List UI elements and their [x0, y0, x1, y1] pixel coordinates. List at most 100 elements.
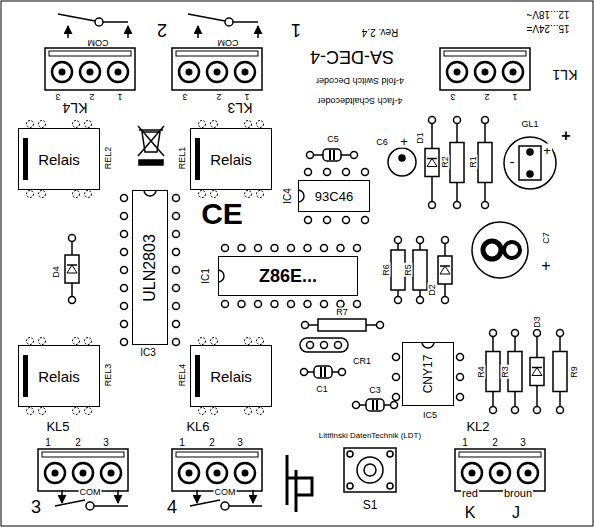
silkscreen-label: Littfinski DatenTechnik (LDT) — [318, 432, 422, 440]
silkscreen-label: 2 — [88, 92, 95, 101]
silkscreen-label: COM — [79, 488, 102, 497]
silkscreen-label: 4 — [166, 498, 178, 516]
silkscreen-label: + — [560, 128, 571, 144]
silkscreen-label: 1 — [243, 92, 250, 101]
silkscreen-label: 4-fach Schaltdecoder — [316, 96, 403, 105]
switch-symbols — [55, 14, 262, 510]
part-label: Relais — [210, 152, 252, 167]
silkscreen-label: CE — [200, 199, 244, 229]
silkscreen-label: R3 — [501, 365, 510, 379]
silkscreen-label: KL5 — [45, 420, 70, 433]
part-label: 93C46 — [315, 190, 353, 203]
silkscreen-label: red — [461, 488, 479, 499]
silkscreen-label: Rev. 2.4 — [361, 27, 400, 37]
part-label: CNY17 — [422, 355, 434, 394]
silkscreen-label: 3 — [236, 438, 244, 448]
silkscreen-label: D1 — [416, 131, 425, 145]
silkscreen-label: 3 — [102, 438, 110, 448]
silkscreen-label: C1 — [315, 385, 329, 394]
silkscreen-label: KL3 — [227, 101, 254, 115]
silkscreen-label: D4 — [52, 265, 61, 279]
silkscreen-label: KL2 — [465, 420, 490, 433]
silkscreen-label: S1 — [362, 499, 379, 511]
terminal-blocks — [38, 48, 545, 491]
silkscreen-label: COM — [87, 38, 110, 47]
silkscreen-label: D3 — [533, 315, 542, 329]
ic-package: ULN2803 — [132, 190, 168, 345]
silkscreen-label: J — [511, 505, 521, 521]
part-label: Relais — [210, 369, 252, 384]
silkscreen-label: REL2 — [104, 146, 113, 171]
pushbutton-s1 — [344, 448, 396, 492]
silkscreen-label: 1 — [116, 92, 123, 101]
silkscreen-label: 2 — [74, 438, 82, 448]
silkscreen-label: 3 — [181, 92, 188, 101]
silkscreen-label: C5 — [326, 135, 340, 144]
silkscreen-label: 2 — [491, 438, 499, 448]
silkscreen-label: 1 — [511, 92, 518, 101]
silkscreen-label: 3 — [54, 92, 61, 101]
silkscreen-label: R7 — [335, 308, 349, 317]
part-label: Z86E... — [259, 267, 317, 285]
silkscreen-label: D2 — [428, 283, 437, 297]
silkscreen-label: KL4 — [62, 101, 89, 115]
silkscreen-label: C6 — [375, 138, 389, 147]
silkscreen-label: SA-DEC-4 — [309, 48, 395, 66]
silkscreen-label: 3 — [519, 438, 527, 448]
silkscreen-label: CR1 — [352, 357, 372, 366]
silkscreen-label: R6 — [382, 263, 391, 277]
silkscreen-label: IC4 — [283, 187, 293, 205]
relay-box: Relais — [190, 345, 272, 407]
part-label: ULN2803 — [142, 234, 158, 302]
silkscreen-label: COM — [214, 488, 237, 497]
silkscreen-label: KL1 — [552, 68, 579, 82]
silkscreen-label: 2 — [156, 21, 168, 39]
silkscreen-label: 1 — [290, 21, 302, 39]
silkscreen-label: K — [464, 505, 477, 521]
relay-box: Relais — [190, 128, 272, 190]
relay-box: Relais — [18, 128, 100, 190]
silkscreen-label: R5 — [404, 263, 413, 277]
silkscreen-label: 1 — [461, 438, 469, 448]
silkscreen-label: IC1 — [201, 267, 211, 285]
silkscreen-label: KL6 — [185, 420, 210, 433]
weee-bin-icon — [138, 126, 164, 165]
silkscreen-label: + — [399, 135, 409, 148]
component-outlines — [23, 117, 567, 415]
silkscreen-label: REL1 — [178, 146, 187, 171]
silkscreen-label: R4 — [477, 365, 486, 379]
silkscreen-label: C7 — [542, 231, 551, 245]
silkscreen-label: GL1 — [520, 120, 539, 129]
silkscreen-label: 2 — [483, 92, 490, 101]
silkscreen-label: C3 — [368, 386, 382, 395]
silkscreen-label: 1 — [178, 438, 186, 448]
silkscreen-label: REL4 — [178, 363, 187, 388]
relay-box: Relais — [18, 345, 100, 407]
ldt-logo — [287, 455, 312, 512]
silkscreen-label: 3 — [30, 498, 42, 516]
ic-package: CNY17 — [402, 342, 454, 406]
silkscreen-label: 15...24V= — [525, 23, 570, 33]
ic-package: Z86E... — [218, 256, 358, 296]
silkscreen-label: 1 — [44, 438, 52, 448]
ic-package: 93C46 — [298, 180, 370, 212]
silkscreen-label: R1 — [469, 155, 478, 169]
silkscreen-label: R9 — [570, 365, 579, 379]
silkscreen-label: + — [542, 144, 552, 157]
silkscreen-label: IC5 — [422, 411, 438, 420]
silkscreen-label: COM — [217, 38, 240, 47]
silkscreen-label: R2 — [441, 155, 450, 169]
silkscreen-label: IC3 — [139, 348, 157, 358]
silkscreen-label: 3 — [449, 92, 456, 101]
silkscreen-label: 2 — [215, 92, 222, 101]
part-label: Relais — [38, 152, 80, 167]
silkscreen-label: 4-fold Switch Decoder — [315, 76, 405, 85]
silkscreen-label: - — [509, 155, 516, 169]
silkscreen-label: 2 — [208, 438, 216, 448]
part-label: Relais — [38, 369, 80, 384]
silkscreen-label: + — [540, 258, 551, 274]
silkscreen-label: REL3 — [104, 363, 113, 388]
silkscreen-label: broun — [503, 488, 533, 499]
